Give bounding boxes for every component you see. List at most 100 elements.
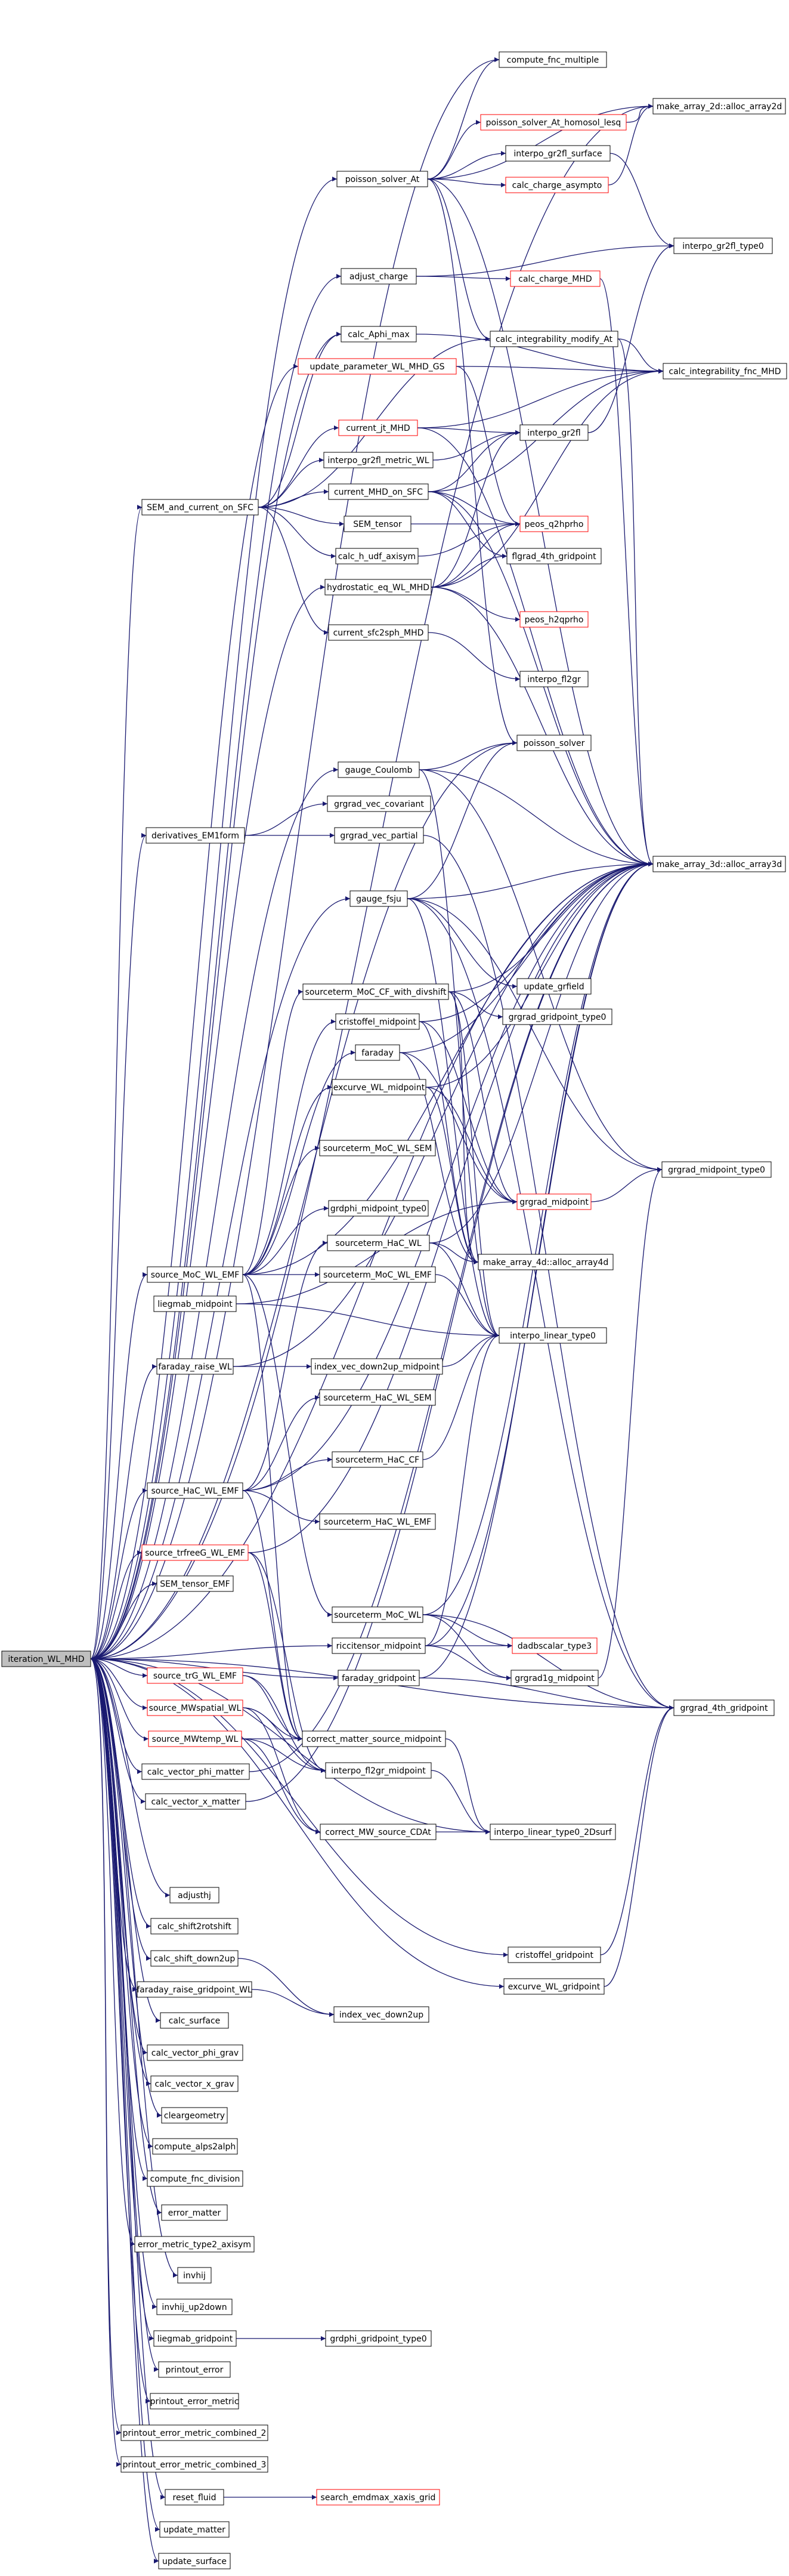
node-grgrad-midpoint[interactable]: grgrad_midpoint: [516, 1193, 592, 1210]
node-calc-vector-x-grav[interactable]: calc_vector_x_grav: [150, 2075, 239, 2092]
node-iteration-wl-mhd[interactable]: iteration_WL_MHD: [1, 1651, 91, 1667]
node-reset-fluid[interactable]: reset_fluid: [165, 2489, 224, 2506]
node-excurve-wl-midpoint[interactable]: excurve_WL_midpoint: [332, 1079, 426, 1096]
node-calc-aphi-max[interactable]: calc_Aphi_max: [341, 326, 417, 343]
node-derivatives-em1form[interactable]: derivatives_EM1form: [146, 827, 245, 844]
node-make-array-2d[interactable]: make_array_2d::alloc_array2d: [652, 98, 786, 115]
node-calc-vector-phi-grav[interactable]: calc_vector_phi_grav: [147, 2044, 243, 2061]
node-riccitensor-midpoint[interactable]: riccitensor_midpoint: [332, 1637, 426, 1654]
node-sourceterm-hac-cf[interactable]: sourceterm_HaC_CF: [332, 1451, 423, 1468]
node-interpo-gr2fl-type0[interactable]: interpo_gr2fl_type0: [673, 237, 773, 254]
node-search-emdmax-xaxis-grid[interactable]: search_emdmax_xaxis_grid: [316, 2489, 440, 2506]
node-faraday[interactable]: faraday: [355, 1044, 400, 1061]
node-sourceterm-moc-cf-with-divshift[interactable]: sourceterm_MoC_CF_with_divshift: [302, 983, 449, 1000]
node-error-matter[interactable]: error_matter: [161, 2204, 228, 2221]
node-calc-integrability-modify-at[interactable]: calc_integrability_modify_At: [490, 331, 618, 347]
node-interpo-gr2fl-surface[interactable]: interpo_gr2fl_surface: [505, 145, 611, 162]
node-calc-charge-asympto[interactable]: calc_charge_asympto: [505, 177, 609, 193]
node-cleargeometry[interactable]: cleargeometry: [161, 2107, 228, 2124]
node-sem-and-current-on-sfc[interactable]: SEM_and_current_on_SFC: [141, 499, 259, 516]
node-printout-error[interactable]: printout_error: [158, 2361, 231, 2378]
node-cristoffel-midpoint[interactable]: cristoffel_midpoint: [335, 1013, 420, 1030]
node-sourceterm-moc-wl-sem[interactable]: sourceterm_MoC_WL_SEM: [319, 1140, 436, 1156]
node-grgrad-vec-partial[interactable]: grgrad_vec_partial: [334, 827, 424, 844]
node-update-grfield[interactable]: update_grfield: [516, 978, 592, 995]
node-gauge-coulomb[interactable]: gauge_Coulomb: [338, 761, 420, 778]
node-interpo-fl2gr[interactable]: interpo_fl2gr: [519, 671, 589, 687]
node-peos-q2hprho[interactable]: peos_q2hprho: [519, 516, 589, 532]
node-current-sfc2sph-mhd[interactable]: current_sfc2sph_MHD: [328, 624, 429, 641]
node-index-vec-down2up-midpoint[interactable]: index_vec_down2up_midpoint: [311, 1358, 443, 1375]
node-calc-surface[interactable]: calc_surface: [160, 2012, 229, 2029]
node-grgrad-vec-covariant[interactable]: grgrad_vec_covariant: [327, 795, 431, 812]
node-sourceterm-moc-wl-emf[interactable]: sourceterm_MoC_WL_EMF: [319, 1266, 436, 1283]
node-grgrad-gridpoint-type0[interactable]: grgrad_gridpoint_type0: [502, 1008, 612, 1025]
node-sourceterm-hac-wl-sem[interactable]: sourceterm_HaC_WL_SEM: [319, 1389, 436, 1406]
node-invhij-up2down[interactable]: invhij_up2down: [156, 2299, 233, 2315]
node-faraday-raise-gridpoint-wl[interactable]: faraday_raise_gridpoint_WL: [137, 1981, 252, 1998]
node-sem-tensor[interactable]: SEM_tensor: [344, 516, 411, 532]
node-interpo-gr2fl-metric-wl[interactable]: interpo_gr2fl_metric_WL: [323, 452, 434, 468]
node-cristoffel-gridpoint[interactable]: cristoffel_gridpoint: [508, 1946, 601, 1963]
node-source-trg-wl-emf[interactable]: source_trG_WL_EMF: [147, 1667, 243, 1684]
node-compute-alps2alph[interactable]: compute_alps2alph: [152, 2138, 238, 2155]
node-faraday-raise-wl[interactable]: faraday_raise_WL: [156, 1358, 234, 1375]
node-index-vec-down2up[interactable]: index_vec_down2up: [333, 2006, 429, 2023]
node-peos-h2qprho[interactable]: peos_h2qprho: [519, 611, 589, 628]
node-calc-vector-x-matter[interactable]: calc_vector_x_matter: [145, 1793, 246, 1810]
node-interpo-linear-type0[interactable]: interpo_linear_type0: [499, 1327, 607, 1344]
node-current-mhd-on-sfc[interactable]: current_MHD_on_SFC: [328, 483, 429, 500]
node-make-array-4d[interactable]: make_array_4d::alloc_array4d: [478, 1254, 614, 1270]
node-hydrostatic-eq-wl-mhd[interactable]: hydrostatic_eq_WL_MHD: [324, 579, 432, 596]
node-liegmab-midpoint[interactable]: liegmab_midpoint: [153, 1295, 237, 1312]
node-grgrad1g-midpoint[interactable]: grgrad1g_midpoint: [510, 1670, 599, 1686]
node-sourceterm-hac-wl-emf[interactable]: sourceterm_HaC_WL_EMF: [319, 1513, 436, 1530]
node-update-matter[interactable]: update_matter: [159, 2521, 230, 2538]
node-sourceterm-hac-wl[interactable]: sourceterm_HaC_WL: [327, 1235, 430, 1251]
node-excurve-wl-gridpoint[interactable]: excurve_WL_gridpoint: [503, 1978, 605, 1995]
node-calc-shift-down2up[interactable]: calc_shift_down2up: [150, 1950, 239, 1967]
node-interpo-linear-type0-2dsurf[interactable]: interpo_linear_type0_2Dsurf: [490, 1824, 616, 1840]
node-grdphi-gridpoint-type0[interactable]: grdphi_gridpoint_type0: [325, 2330, 432, 2347]
node-make-array-3d[interactable]: make_array_3d::alloc_array3d: [652, 856, 786, 872]
node-correct-mw-source-cdat[interactable]: correct_MW_source_CDAt: [320, 1824, 437, 1840]
node-faraday-gridpoint[interactable]: faraday_gridpoint: [338, 1670, 420, 1686]
node-calc-vector-phi-matter[interactable]: calc_vector_phi_matter: [141, 1763, 250, 1780]
node-poisson-solver-at[interactable]: poisson_solver_At: [336, 171, 428, 187]
node-source-moc-wl-emf[interactable]: source_MoC_WL_EMF: [147, 1266, 243, 1283]
node-invhij[interactable]: invhij: [177, 2267, 212, 2284]
node-poisson-solver[interactable]: poisson_solver: [516, 735, 592, 751]
node-update-parameter-wl-mhd-gs[interactable]: update_parameter_WL_MHD_GS: [298, 358, 457, 375]
node-printout-error-metric-combined-3[interactable]: printout_error_metric_combined_3: [120, 2456, 268, 2473]
node-calc-shift2rotshift[interactable]: calc_shift2rotshift: [150, 1918, 239, 1935]
node-compute-fnc-division[interactable]: compute_fnc_division: [147, 2170, 243, 2187]
node-adjusthj[interactable]: adjusthj: [169, 1887, 219, 1904]
node-printout-error-metric-combined-2[interactable]: printout_error_metric_combined_2: [120, 2424, 268, 2441]
node-interpo-fl2gr-midpoint[interactable]: interpo_fl2gr_midpoint: [325, 1762, 432, 1779]
node-calc-h-udf-axisym[interactable]: calc_h_udf_axisym: [335, 548, 419, 564]
node-gauge-fsju[interactable]: gauge_fsju: [349, 890, 408, 907]
node-sem-tensor-emf[interactable]: SEM_tensor_EMF: [156, 1575, 234, 1592]
node-liegmab-gridpoint[interactable]: liegmab_gridpoint: [153, 2330, 237, 2347]
node-flgrad-4th-gridpoint[interactable]: flgrad_4th_gridpoint: [506, 548, 602, 564]
node-poisson-solver-at-homosol-lesq[interactable]: poisson_solver_At_homosol_lesq: [480, 114, 627, 131]
node-grdphi-midpoint-type0[interactable]: grdphi_midpoint_type0: [328, 1200, 429, 1217]
node-calc-integrability-fnc-mhd[interactable]: calc_integrability_fnc_MHD: [663, 363, 787, 380]
node-current-jt-mhd[interactable]: current_jt_MHD: [338, 419, 418, 436]
node-calc-charge-mhd[interactable]: calc_charge_MHD: [510, 270, 601, 287]
node-compute-fnc-multiple[interactable]: compute_fnc_multiple: [499, 51, 607, 68]
node-interpo-gr2fl[interactable]: interpo_gr2fl: [519, 424, 589, 441]
node-error-metric-type2-axisym[interactable]: error_metric_type2_axisym: [134, 2236, 255, 2253]
node-grgrad-midpoint-type0[interactable]: grgrad_midpoint_type0: [661, 1161, 772, 1178]
node-printout-error-metric[interactable]: printout_error_metric: [150, 2393, 239, 2410]
node-source-trfreeg-wl-emf[interactable]: source_trfreeG_WL_EMF: [141, 1544, 249, 1561]
node-source-mwspatial-wl[interactable]: source_MWspatial_WL: [147, 1699, 243, 1716]
node-grgrad-4th-gridpoint[interactable]: grgrad_4th_gridpoint: [673, 1699, 775, 1716]
node-sourceterm-moc-wl[interactable]: sourceterm_MoC_WL: [332, 1606, 423, 1623]
node-update-surface[interactable]: update_surface: [158, 2553, 231, 2569]
node-adjust-charge[interactable]: adjust_charge: [341, 268, 417, 285]
node-dadbscalar-type3[interactable]: dadbscalar_type3: [512, 1637, 598, 1654]
node-correct-matter-source-midpoint[interactable]: correct_matter_source_midpoint: [302, 1730, 446, 1747]
node-source-mwtemp-wl[interactable]: source_MWtemp_WL: [148, 1730, 242, 1747]
node-source-hac-wl-emf[interactable]: source_HaC_WL_EMF: [147, 1482, 243, 1499]
